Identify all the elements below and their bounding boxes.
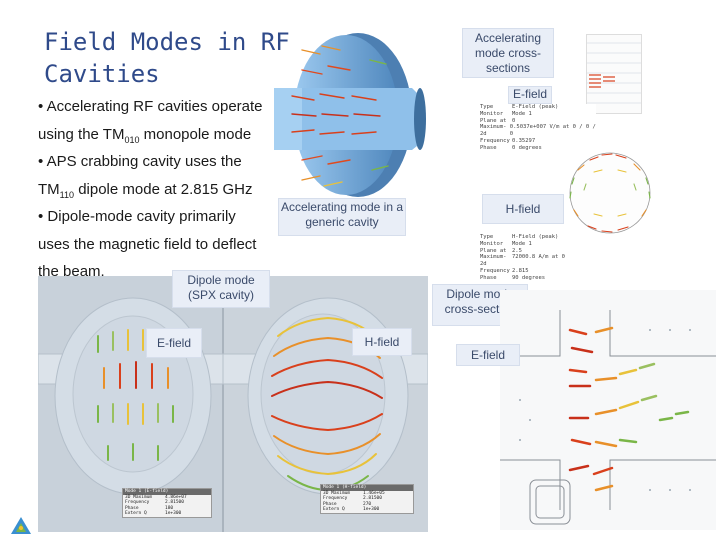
- bullet-line: TM110 dipole mode at 2.815 GHz: [38, 180, 253, 200]
- label-efield-left: E-field: [146, 328, 202, 358]
- bullet-line: • Accelerating RF cavities operate: [38, 98, 263, 115]
- bullet-line: uses the magnetic field to deflect: [38, 235, 257, 253]
- callout-text: Accelerating mode in a generic cavity: [280, 200, 404, 229]
- label-hfield-mid: H-field: [352, 328, 412, 356]
- table-header: Mode 1 (E-field): [123, 489, 211, 495]
- callout-accel-generic: Accelerating mode in a generic cavity: [278, 198, 406, 236]
- callout-text: Dipole mode cross-section: [444, 287, 516, 316]
- label-text: E-field: [156, 336, 191, 350]
- hfield-cross-section-image: [564, 150, 656, 236]
- bullet-line: • APS crabbing cavity uses the: [38, 153, 242, 170]
- callout-text: Accelerating mode cross-sections: [474, 31, 542, 75]
- label-text: E-field: [512, 87, 547, 101]
- label-text: E-field: [470, 348, 505, 362]
- efield-cross-section-image: [586, 34, 642, 114]
- callout-accel-cross: Accelerating mode cross-sections: [462, 28, 554, 78]
- callout-dipole-spx: Dipole mode (SPX cavity): [172, 270, 270, 308]
- label-text: H-field: [364, 335, 400, 349]
- bullet-line: using the TM010 monopole mode: [38, 125, 252, 145]
- bullet-line: the beam.: [38, 263, 105, 280]
- slide-title: Field Modes in RF Cavities: [44, 28, 290, 88]
- callout-text: Dipole mode (SPX cavity): [187, 273, 255, 302]
- dipole-cross-section-image: [500, 290, 716, 530]
- bullet-list: • Accelerating RF cavities operate using…: [38, 96, 274, 289]
- table-header: Mode 1 (H-field): [321, 485, 413, 491]
- generic-cavity-image: [262, 30, 430, 200]
- label-hfield-right: H-field: [482, 194, 564, 224]
- logo-icon: [10, 516, 32, 536]
- label-efield-top: E-field: [508, 86, 552, 104]
- label-efield-right: E-field: [456, 344, 520, 366]
- label-text: H-field: [505, 202, 541, 216]
- bullet-line: • Dipole-mode cavity primarily: [38, 208, 236, 225]
